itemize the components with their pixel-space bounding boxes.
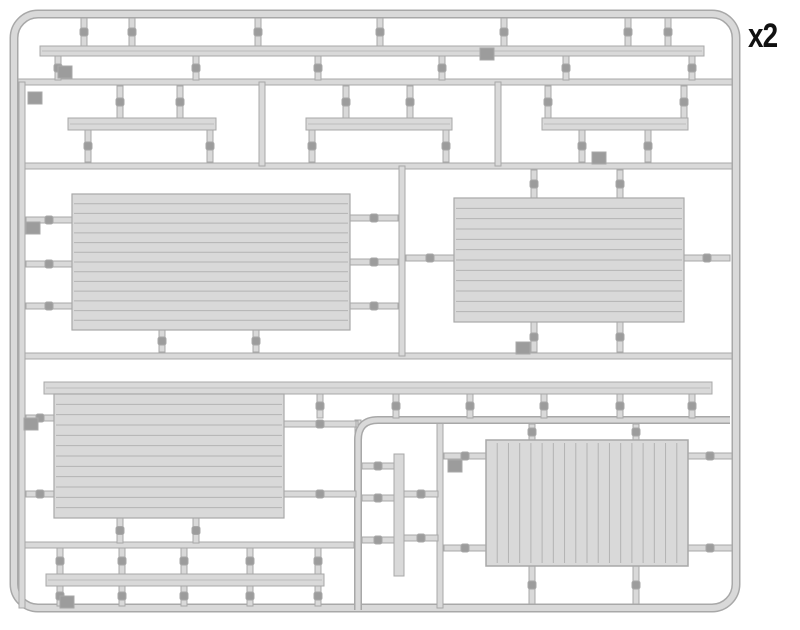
gate-knob bbox=[631, 580, 641, 590]
gate-knob bbox=[663, 27, 673, 37]
gate-knob bbox=[44, 215, 54, 225]
gate-knob bbox=[253, 27, 263, 37]
number-tab bbox=[57, 65, 73, 79]
runner-horizontal bbox=[17, 541, 355, 549]
gate-knob bbox=[527, 580, 537, 590]
gate-knob bbox=[44, 259, 54, 269]
runner-horizontal bbox=[17, 78, 733, 86]
runner-vertical bbox=[18, 81, 26, 609]
gate-knob bbox=[615, 332, 625, 342]
number-tab bbox=[59, 595, 75, 609]
gate-knob bbox=[499, 27, 509, 37]
gate-knob bbox=[127, 27, 137, 37]
gate-knob bbox=[55, 556, 65, 566]
runner-horizontal bbox=[17, 352, 733, 360]
gate-knob bbox=[313, 63, 323, 73]
gate-knob bbox=[577, 141, 587, 151]
number-tab bbox=[515, 341, 531, 355]
runner-frame-inner bbox=[11, 11, 739, 611]
gate-knob bbox=[79, 27, 89, 37]
gate-knob bbox=[460, 543, 470, 553]
gate-knob bbox=[245, 591, 255, 601]
number-tab bbox=[23, 417, 39, 431]
gate-knob bbox=[702, 253, 712, 263]
gate-knob bbox=[615, 179, 625, 189]
gate-knob bbox=[373, 535, 383, 545]
sprue-number-tabs bbox=[23, 47, 607, 609]
gate-knob bbox=[405, 97, 415, 107]
gate-knob bbox=[527, 427, 537, 437]
gate-knob bbox=[115, 526, 125, 535]
gate-knob bbox=[441, 141, 451, 151]
gate-knob bbox=[191, 526, 201, 535]
number-tab bbox=[591, 151, 607, 165]
runner-vertical bbox=[494, 81, 502, 167]
gate-knob bbox=[369, 301, 379, 311]
gate-knob bbox=[205, 141, 215, 151]
narrow-post bbox=[393, 453, 405, 577]
gate-knob bbox=[307, 141, 317, 151]
gate-knob bbox=[179, 591, 189, 601]
gate-knob bbox=[175, 97, 185, 107]
gate-knob bbox=[115, 97, 125, 107]
number-tab bbox=[447, 459, 463, 473]
gate-knob bbox=[539, 401, 549, 411]
gate-knob bbox=[529, 179, 539, 189]
gate-knob bbox=[416, 489, 426, 499]
runner-horizontal bbox=[17, 162, 733, 170]
gate-knob bbox=[251, 336, 261, 346]
gate-knob bbox=[369, 213, 379, 223]
gate-knob bbox=[117, 556, 127, 566]
gate-knob bbox=[245, 556, 255, 566]
gate-knob bbox=[437, 63, 447, 73]
gate-knob bbox=[373, 493, 383, 503]
gate-knob bbox=[615, 401, 625, 411]
runner-vertical bbox=[436, 419, 444, 609]
number-tab bbox=[479, 47, 495, 61]
gate-knob bbox=[315, 489, 325, 499]
gate-knob bbox=[465, 401, 475, 411]
runner-vertical bbox=[398, 165, 406, 357]
gate-knob bbox=[35, 489, 45, 499]
gate-knob bbox=[157, 336, 167, 346]
gate-knob bbox=[687, 63, 697, 73]
gate-knob bbox=[543, 97, 553, 107]
gate-knob bbox=[679, 97, 689, 107]
gate-knob bbox=[561, 63, 571, 73]
gate-knob bbox=[341, 97, 351, 107]
gate-knob bbox=[460, 451, 470, 461]
number-tab bbox=[27, 91, 43, 105]
gate-knob bbox=[375, 27, 385, 37]
gate-knob bbox=[391, 401, 401, 411]
gate-knob bbox=[705, 543, 715, 553]
runner-curve-inner bbox=[355, 417, 730, 610]
gate-knob bbox=[631, 427, 641, 437]
gate-knob bbox=[643, 141, 653, 151]
runner-vertical bbox=[258, 81, 266, 167]
sprue-parts bbox=[39, 45, 713, 587]
gate-knob bbox=[373, 461, 383, 471]
gate-knob bbox=[315, 419, 325, 429]
gate-knob bbox=[83, 141, 93, 151]
gate-knob bbox=[705, 451, 715, 461]
gate-knob bbox=[416, 533, 426, 543]
gate-knob bbox=[313, 591, 323, 601]
gate-knob bbox=[315, 401, 325, 411]
number-tab bbox=[25, 221, 41, 235]
gate-knob bbox=[117, 591, 127, 601]
gate-knob bbox=[623, 27, 633, 37]
quantity-label: x2 bbox=[748, 17, 778, 55]
gate-knob bbox=[44, 301, 54, 311]
gate-knob bbox=[529, 332, 539, 342]
gate-knob bbox=[687, 401, 697, 411]
gate-knob bbox=[191, 63, 201, 73]
gate-knob bbox=[313, 556, 323, 566]
gate-knob bbox=[369, 257, 379, 267]
gate-knob bbox=[179, 556, 189, 566]
gate-knob bbox=[425, 253, 435, 263]
